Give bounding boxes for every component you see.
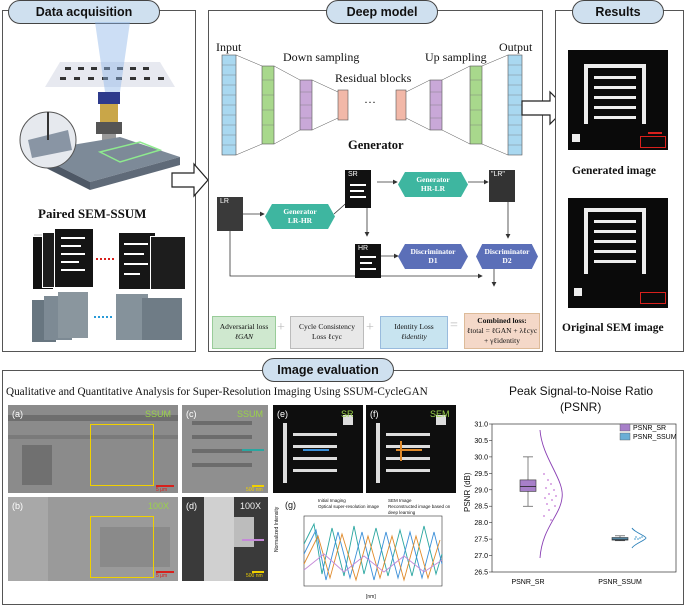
input-label: Input (216, 40, 242, 54)
psnr-box-sr (519, 479, 537, 492)
deep-model-title: Deep model (326, 0, 438, 24)
panel-a-image: (a) SSUM 5 μm (8, 405, 178, 493)
generated-image-label: Generated image (572, 165, 656, 177)
lr-reconstructed-image: "LR" (489, 170, 515, 202)
panel-e-image: (e) SR (273, 405, 363, 493)
panel-g-legend: Initial Imaging SEM Image Optical super-… (318, 498, 451, 515)
legend-label-ssum: PSNR_SSUM (633, 434, 677, 441)
legend-swatch-ssum (619, 432, 631, 441)
results-title: Results (572, 0, 664, 24)
panel-g-xlabel: [nm] (366, 594, 376, 600)
ellipsis-label: ··· (364, 95, 376, 109)
panel-g-ylabel: Normalized Intensity (274, 506, 280, 552)
psnr-ytick-label: 29.0 (474, 487, 488, 494)
psnr-ytick-label: 31.0 (474, 422, 488, 429)
evaluation-subtitle: Qualitative and Quantitative Analysis fo… (6, 386, 428, 398)
psnr-ytick-label: 28.5 (474, 504, 488, 511)
panel-b-image: (b) 100X 5 μm (8, 497, 178, 581)
arrow-to-model (171, 162, 209, 198)
loss-combined: Combined loss:ℓtotal = ℓGAN + λℓcyc+ γℓi… (464, 313, 540, 349)
psnr-ssum-violin (631, 527, 647, 549)
psnr-ytick-label: 28.0 (474, 520, 488, 527)
plus-sign-2: + (366, 320, 374, 335)
original-sem-image (568, 198, 668, 308)
generator-label: Generator (348, 138, 404, 152)
evaluation-title: Image evaluation (262, 358, 394, 382)
psnr-sr-violin (539, 429, 563, 559)
plus-sign-1: + (277, 320, 285, 335)
psnr-category-label: PSNR_SR (511, 579, 544, 586)
psnr-plot-frame (491, 423, 677, 573)
lr-image: LR (217, 197, 243, 231)
psnr-category-label: PSNR_SSUM (598, 579, 642, 586)
sr-image: SR (345, 170, 371, 208)
panel-g-label: (g) (285, 500, 296, 510)
paired-sem-ssum-label: Paired SEM-SSUM (38, 206, 147, 221)
generator-architecture (221, 54, 523, 156)
acquisition-title: Data acquisition (8, 0, 160, 24)
psnr-chart-subtitle: (PSNR) (560, 400, 602, 414)
psnr-ytick-label: 26.5 (474, 570, 488, 577)
down-sampling-label: Down sampling (283, 50, 360, 64)
generated-image (568, 50, 668, 150)
psnr-ytick-label: 30.0 (474, 454, 488, 461)
legend-label-sr: PSNR_SR (633, 425, 666, 432)
psnr-ytick-label: 30.5 (474, 438, 488, 445)
psnr-ytick-label: 27.0 (474, 553, 488, 560)
hr-image: HR (355, 244, 381, 278)
psnr-sr-jitter-points (543, 473, 557, 521)
microscope-illustration (19, 22, 180, 190)
residual-blocks-label: Residual blocks (335, 71, 412, 85)
psnr-ssum-jitter-points (634, 536, 643, 540)
ssum-sample-tiles (32, 292, 192, 344)
sem-sample-tiles (32, 228, 192, 290)
psnr-ytick-label: 27.5 (474, 537, 488, 544)
psnr-boxplot: 26.5 27.0 27.5 28.0 28.5 29.0 29.5 30.0 30.5 31.0… (474, 422, 677, 587)
panel-g-plot (303, 515, 443, 587)
up-sampling-label: Up sampling (425, 50, 487, 64)
output-label: Output (499, 40, 533, 54)
psnr-chart-title: Peak Signal-to-Noise Ratio (509, 384, 654, 398)
psnr-ytick-label: 29.5 (474, 471, 488, 478)
equals-sign: = (450, 318, 458, 333)
panel-d-image: (d) 100X 500 nm (182, 497, 268, 581)
legend-swatch-sr (619, 423, 631, 432)
panel-c-image: (c) SSUM 500 nm (182, 405, 268, 493)
panel-f-image: (f) SEM (366, 405, 456, 493)
original-sem-label: Original SEM image (562, 322, 664, 334)
